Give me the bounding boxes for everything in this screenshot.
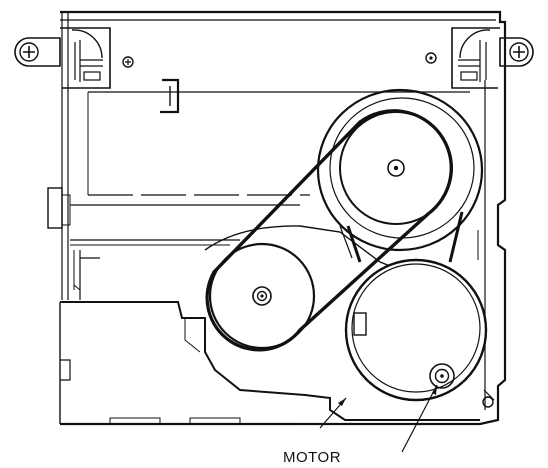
idler-pulley — [208, 242, 316, 350]
tension-arms — [339, 211, 464, 263]
motor-label: MOTOR — [283, 449, 341, 466]
right-mounting-tab — [451, 27, 534, 89]
drive-belt — [205, 109, 453, 352]
chassis — [47, 10, 507, 426]
screw-right — [425, 52, 437, 64]
bracket-clip — [160, 78, 180, 114]
lower-plate — [59, 250, 480, 425]
motor — [344, 258, 495, 408]
left-mounting-tab — [14, 27, 111, 89]
screw-left — [122, 56, 134, 68]
support-plate — [204, 225, 401, 271]
motor-leader-lines — [319, 384, 438, 453]
